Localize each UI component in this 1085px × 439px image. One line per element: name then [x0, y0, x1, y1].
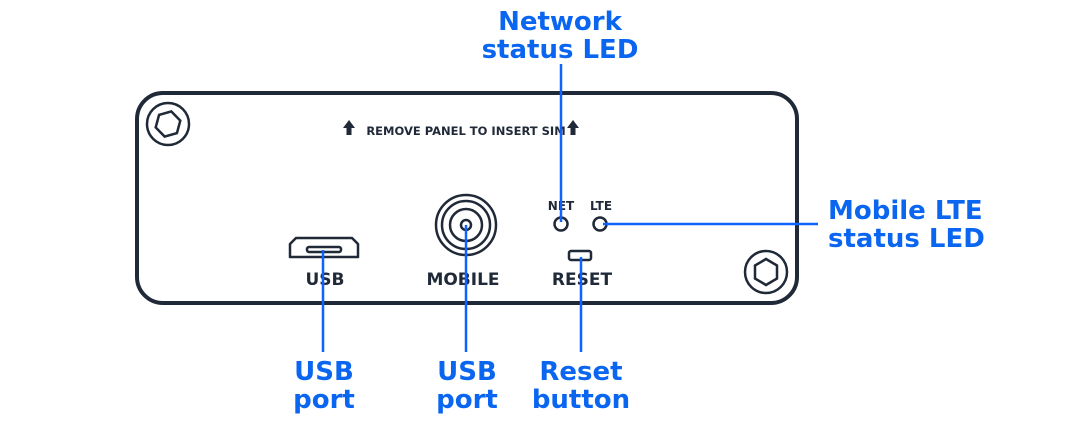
lte-label: LTE — [590, 199, 612, 213]
callout-reset-button-line1: Reset — [539, 357, 622, 387]
callout-network-led: Network status LED — [482, 7, 639, 65]
callout-lte-led-line1: Mobile LTE — [828, 196, 983, 226]
callout-usb-port: USB port — [293, 357, 355, 415]
callout-mobile-port: USB port — [436, 357, 498, 415]
callout-lte-led-line2: status LED — [828, 224, 985, 254]
screw-icon-top-left — [145, 101, 191, 147]
callout-lte-led: Mobile LTE status LED — [828, 196, 985, 254]
callout-mobile-port-line1: USB — [437, 357, 497, 387]
arrow-up-icon-right — [567, 120, 579, 135]
callout-usb-port-line2: port — [293, 385, 355, 415]
callout-reset-button-line2: button — [532, 385, 630, 415]
screw-icon-bottom-right — [743, 249, 789, 295]
callout-reset-button: Reset button — [532, 357, 630, 415]
usb-label: USB — [305, 270, 344, 290]
callout-usb-port-line1: USB — [294, 357, 354, 387]
callout-mobile-port-line2: port — [436, 385, 498, 415]
arrow-up-icon-left — [343, 120, 355, 135]
mobile-label: MOBILE — [426, 270, 499, 290]
callout-network-led-line1: Network — [498, 7, 623, 37]
callout-network-led-line2: status LED — [482, 35, 639, 65]
sim-panel-notice: REMOVE PANEL TO INSERT SIM — [366, 124, 565, 138]
